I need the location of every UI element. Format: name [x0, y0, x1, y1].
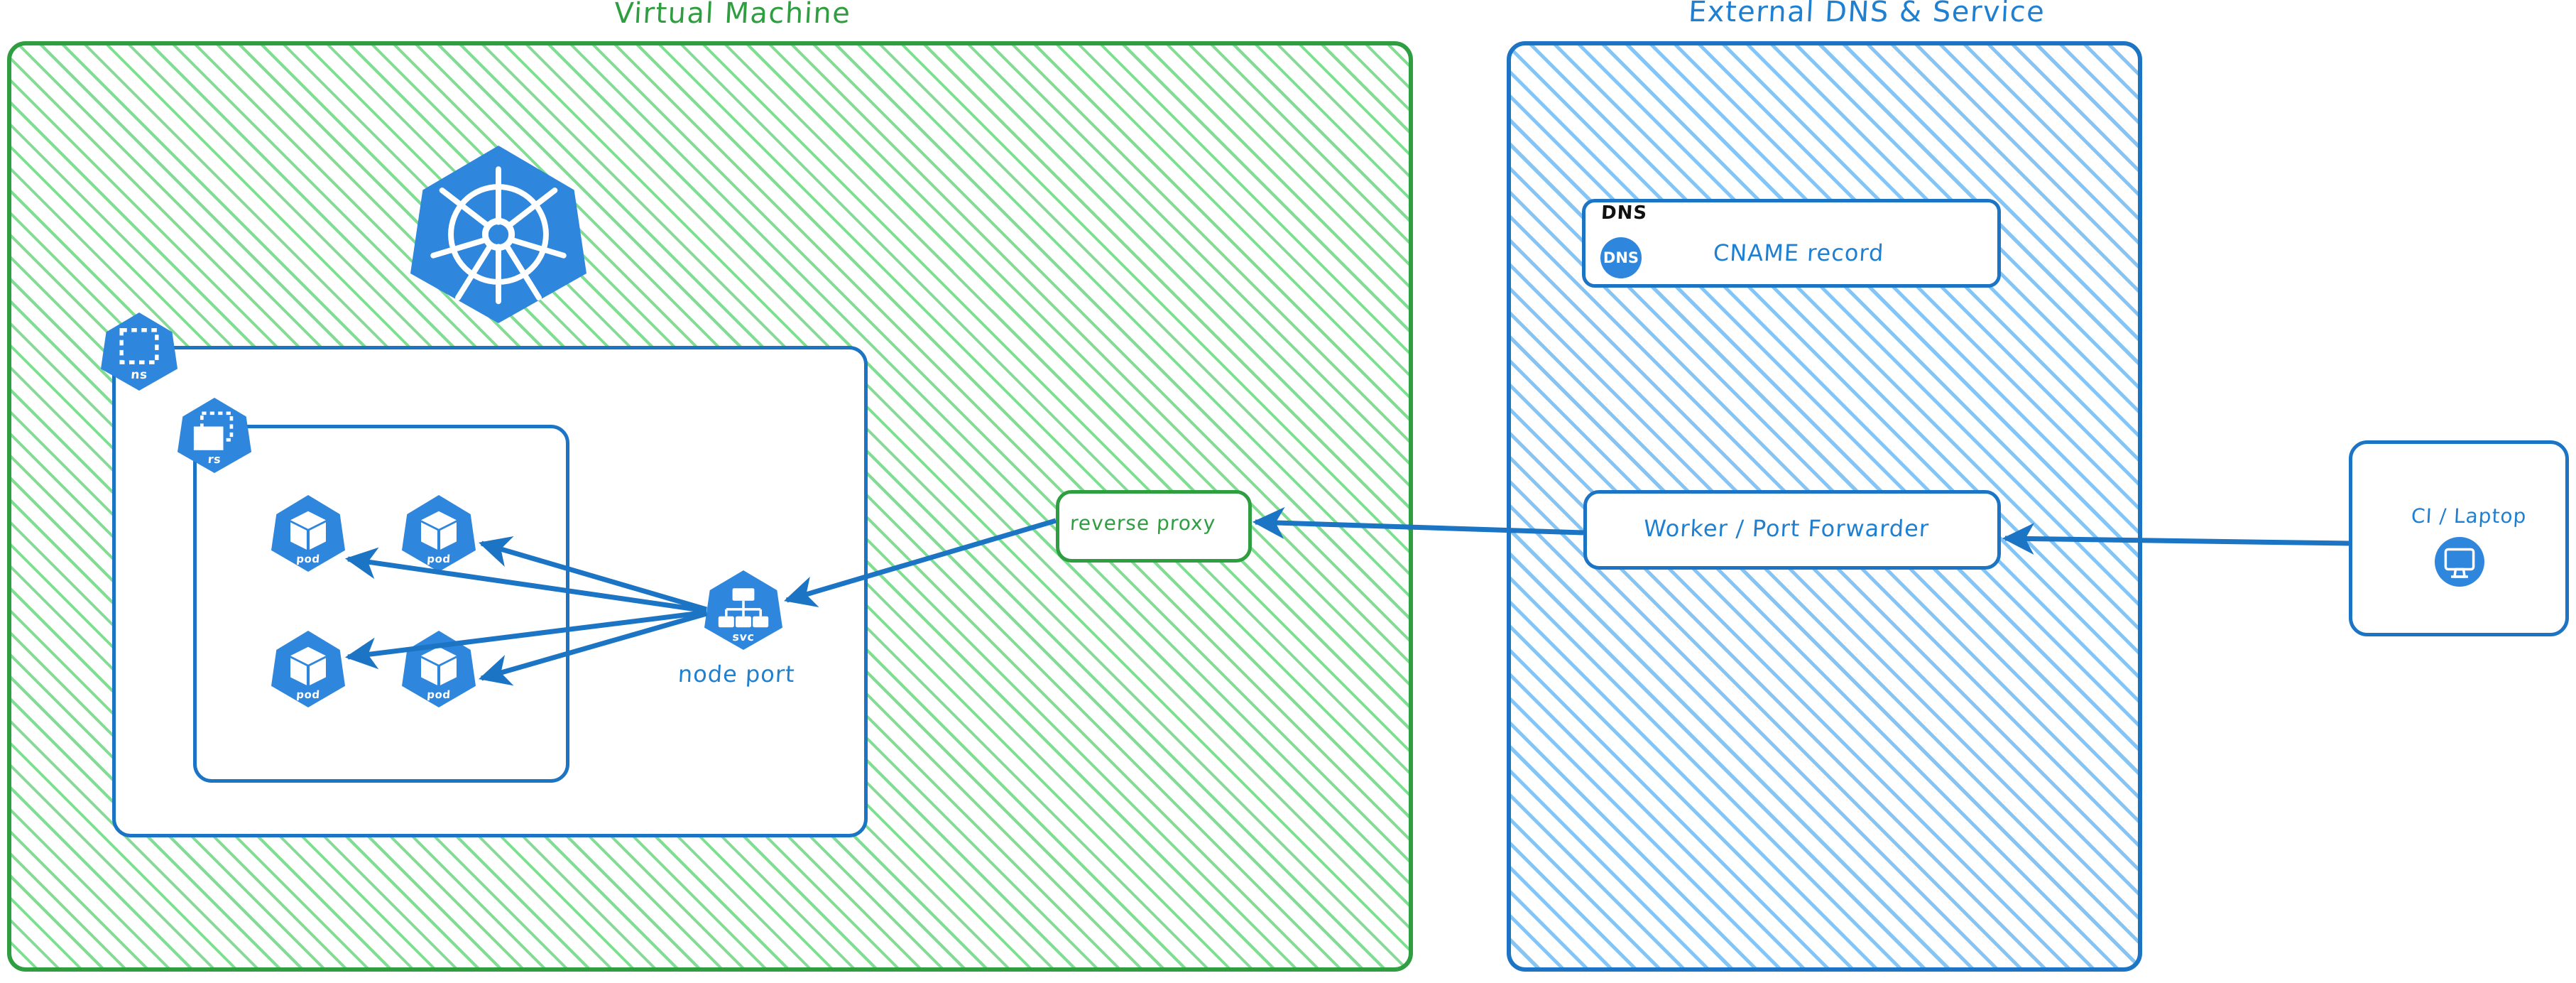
worker-port-forwarder-box[interactable] — [1583, 490, 2001, 570]
group-title-external-dns-service: External DNS & Service — [1687, 0, 2046, 28]
worker-port-forwarder-label: Worker / Port Forwarder — [1643, 515, 1930, 542]
cname-record-label: CNAME record — [1713, 239, 1885, 266]
replicaset-box — [193, 425, 569, 783]
group-title-virtual-machine: Virtual Machine — [613, 0, 852, 30]
dns-card-header: DNS — [1600, 202, 1648, 224]
dns-badge-text: DNS — [1603, 249, 1639, 266]
node-port-label: node port — [677, 661, 796, 688]
dns-record-card[interactable] — [1582, 199, 2001, 288]
reverse-proxy-label: reverse proxy — [1069, 511, 1217, 535]
dns-badge-icon: DNS — [1600, 237, 1642, 278]
desktop-monitor-icon — [2435, 537, 2484, 587]
reverse-proxy-box[interactable] — [1056, 490, 1252, 563]
ci-laptop-label: CI / Laptop — [2411, 504, 2528, 528]
